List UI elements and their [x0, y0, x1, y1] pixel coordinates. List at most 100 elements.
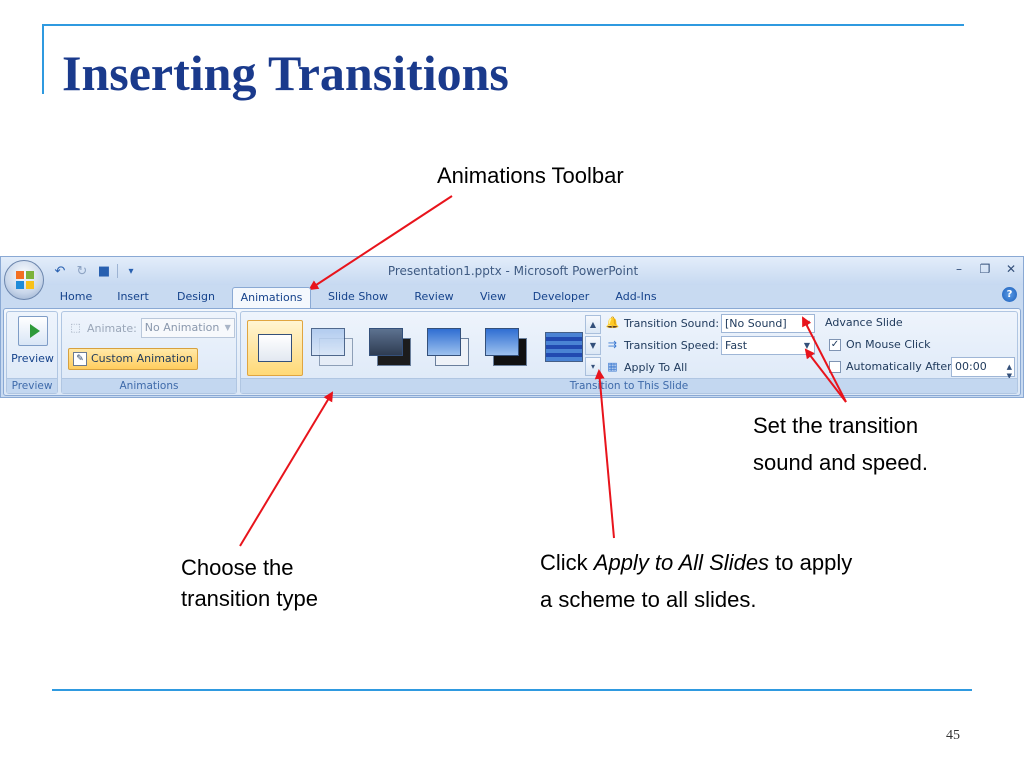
thumb-slide-front	[369, 328, 403, 356]
automatically-after-checkbox[interactable]	[829, 360, 841, 373]
callout-apply-all-line1: Click Apply to All Slides to apply	[540, 544, 852, 581]
group-label-transition: Transition to This Slide	[241, 378, 1017, 393]
automatically-after-option[interactable]: Automatically After:	[829, 360, 955, 373]
group-animations: ⬚ Animate: No Animation ▼ ✎ Custom Anima…	[61, 311, 237, 394]
transition-speed-dropdown[interactable]: Fast ▼	[721, 336, 815, 355]
undo-icon[interactable]: ↶	[54, 263, 66, 279]
ribbon-body: Preview Preview ⬚ Animate: No Animation …	[3, 308, 1021, 396]
spin-down-icon[interactable]: ▼	[1006, 372, 1012, 380]
custom-animation-button[interactable]: ✎ Custom Animation	[68, 348, 198, 370]
page-number: 45	[946, 728, 960, 743]
transition-sound-row: 🔔 Transition Sound:	[605, 316, 719, 330]
arrow-to-gallery	[239, 391, 334, 547]
custom-animation-row: ✎ Custom Animation	[68, 348, 198, 370]
animate-dropdown[interactable]: No Animation ▼	[140, 318, 235, 338]
left-rule	[42, 24, 44, 94]
group-label-preview: Preview	[7, 378, 57, 393]
save-icon[interactable]: ■	[97, 263, 111, 279]
on-mouse-click-label: On Mouse Click	[846, 338, 931, 351]
on-mouse-click-option[interactable]: ✓ On Mouse Click	[829, 338, 931, 351]
dropdown-arrow-icon: ▼	[803, 319, 811, 328]
thumb-slide-front	[427, 328, 461, 356]
spin-up-icon[interactable]: ▲	[1006, 363, 1012, 371]
callout-apply-all: Click Apply to All Slides to apply a sch…	[540, 544, 852, 618]
group-transition: ▲ ▼ ▾ 🔔 Transition Sound: [No Sound] ▼ ⇉…	[240, 311, 1018, 394]
animate-label: Animate:	[87, 321, 137, 335]
callout-transition-type-line2: transition type	[181, 586, 318, 611]
callout-apply-all-prefix: Click	[540, 550, 594, 575]
group-label-animations: Animations	[62, 378, 236, 393]
transition-thumb-cut-black[interactable]	[479, 320, 535, 376]
thumb-slide-front	[485, 328, 519, 356]
tab-review[interactable]: Review	[414, 290, 454, 303]
bottom-rule	[52, 689, 972, 691]
callout-transition-type: Choose the transition type	[181, 552, 318, 614]
tab-slide-show[interactable]: Slide Show	[327, 290, 389, 303]
callout-sound-speed-line2: sound and speed.	[753, 450, 928, 475]
callout-transition-type-line1: Choose the	[181, 555, 294, 580]
tab-animations[interactable]: Animations	[232, 287, 311, 308]
dropdown-arrow-icon: ▼	[803, 341, 811, 350]
tab-add-ins[interactable]: Add-Ins	[615, 290, 657, 303]
gallery-scroll: ▲ ▼ ▾	[585, 315, 601, 377]
tab-design[interactable]: Design	[177, 290, 215, 303]
animate-value: No Animation	[144, 321, 220, 334]
thumb-slide	[258, 334, 292, 362]
custom-animation-label: Custom Animation	[91, 352, 193, 365]
callout-apply-all-italic: Apply to All Slides	[593, 550, 770, 575]
tab-insert[interactable]: Insert	[117, 290, 149, 303]
preview-button[interactable]: Preview	[10, 314, 55, 376]
apply-to-all-label: Apply To All	[624, 360, 688, 374]
transition-sound-value: [No Sound]	[725, 317, 787, 330]
transition-sound-dropdown[interactable]: [No Sound] ▼	[721, 314, 815, 333]
customize-qat-icon[interactable]: ▾	[128, 265, 134, 277]
callout-animations-toolbar: Animations Toolbar	[437, 163, 624, 188]
transition-thumb-fade[interactable]	[305, 320, 361, 376]
group-preview: Preview Preview	[6, 311, 58, 394]
slide-title: Inserting Transitions	[62, 45, 509, 101]
advance-slide-heading-row: Advance Slide	[825, 316, 903, 329]
restore-icon[interactable]: ❐	[979, 262, 991, 276]
apply-to-all-button[interactable]: ▦ Apply To All	[605, 360, 687, 374]
sound-icon: 🔔	[605, 316, 620, 329]
automatically-after-spinner[interactable]: 00:00 ▲ ▼	[951, 357, 1015, 380]
preview-button-label: Preview	[11, 352, 54, 365]
redo-icon[interactable]: ↻	[76, 263, 88, 279]
tab-home[interactable]: Home	[59, 290, 93, 303]
preview-icon	[17, 316, 48, 346]
close-icon[interactable]: ✕	[1005, 262, 1017, 276]
office-button[interactable]	[4, 260, 44, 300]
minimize-icon[interactable]: –	[956, 262, 962, 276]
apply-all-icon: ▦	[607, 360, 618, 373]
gallery-down-icon[interactable]: ▼	[585, 336, 601, 355]
custom-animation-icon: ✎	[73, 352, 87, 366]
transition-thumb-fade-black[interactable]	[363, 320, 419, 376]
transition-thumb-dissolve[interactable]	[537, 320, 593, 376]
window-title-container: Presentation1.pptx - Microsoft PowerPoin…	[1, 264, 1023, 278]
qat-separator	[117, 264, 118, 278]
quick-access-toolbar: ↶ ↻ ■ ▾	[51, 261, 140, 281]
tab-view[interactable]: View	[479, 290, 507, 303]
gallery-up-icon[interactable]: ▲	[585, 315, 601, 334]
callout-sound-speed-line1: Set the transition	[753, 413, 919, 438]
dropdown-arrow-icon: ▼	[224, 323, 231, 332]
on-mouse-click-checkbox[interactable]: ✓	[829, 338, 841, 351]
window-controls: – ❐ ✕	[951, 261, 1019, 277]
help-icon[interactable]: ?	[1002, 287, 1017, 302]
transition-speed-row: ⇉ Transition Speed:	[605, 338, 719, 352]
transition-sound-label: Transition Sound:	[624, 316, 720, 330]
animate-icon: ⬚	[70, 321, 81, 334]
ribbon-tabs: Home Insert Design Animations Slide Show…	[1, 285, 1023, 308]
transition-thumb-none[interactable]	[247, 320, 303, 376]
transition-thumb-cut[interactable]	[421, 320, 477, 376]
tab-developer[interactable]: Developer	[532, 290, 590, 303]
top-rule	[42, 24, 964, 26]
powerpoint-ribbon: ↶ ↻ ■ ▾ Presentation1.pptx - Microsoft P…	[0, 256, 1024, 398]
gallery-more-icon[interactable]: ▾	[585, 357, 601, 376]
callout-apply-all-line2: a scheme to all slides.	[540, 587, 757, 612]
animate-row: ⬚ Animate: No Animation ▼	[68, 318, 235, 338]
title-bar: ↶ ↻ ■ ▾ Presentation1.pptx - Microsoft P…	[1, 257, 1023, 285]
automatically-after-label: Automatically After:	[846, 360, 956, 373]
thumb-dissolve-pattern	[545, 332, 583, 362]
speed-icon: ⇉	[607, 338, 618, 351]
